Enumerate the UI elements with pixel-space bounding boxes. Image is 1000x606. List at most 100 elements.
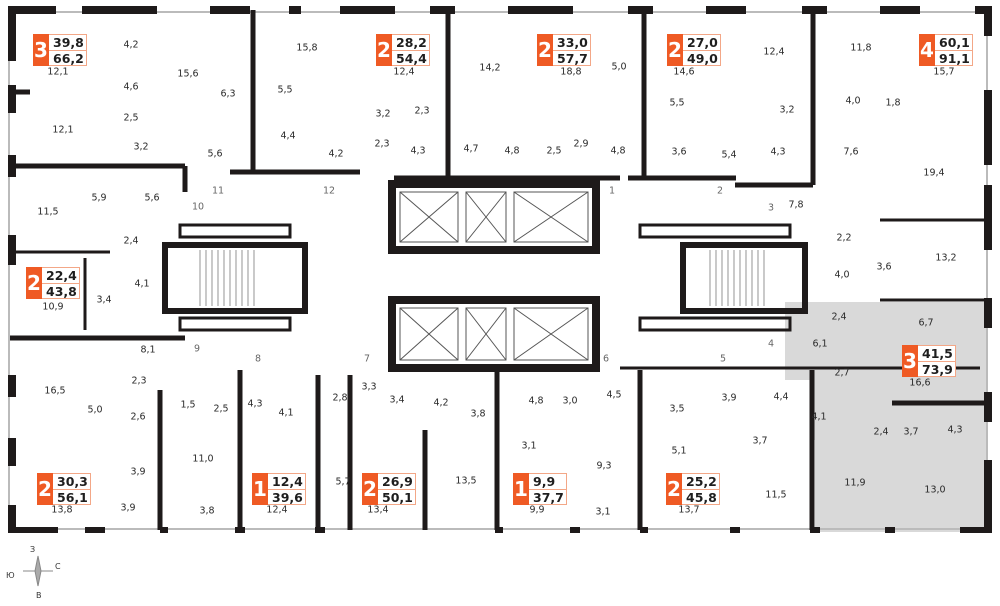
room-area-label: 2,3: [131, 375, 147, 387]
room-count: 2: [666, 473, 682, 505]
entrance-number-label: 5: [719, 353, 727, 365]
room-area-label: 13,0: [924, 484, 946, 496]
room-area-label: 2,8: [332, 392, 348, 404]
room-area-label: 2,6: [130, 411, 146, 423]
room-count: 2: [26, 267, 42, 299]
entrance-number-label: 12: [322, 185, 336, 197]
room-area-label: 2,3: [414, 105, 430, 117]
living-area: 41,5: [918, 346, 955, 362]
entrance-number-label: 1: [608, 185, 616, 197]
room-area-label: 5,9: [91, 192, 107, 204]
room-count: 1: [252, 473, 268, 505]
room-area-label: 4,3: [247, 398, 263, 410]
room-area-label: 4,4: [773, 391, 789, 403]
room-area-label: 15,8: [296, 42, 318, 54]
entrance-number-label: 7: [363, 353, 371, 365]
room-area-label: 3,2: [779, 104, 795, 116]
living-area: 12,4: [268, 474, 305, 490]
room-area-label: 14,2: [479, 62, 501, 74]
room-area-label: 6,3: [220, 88, 236, 100]
room-area-label: 3,7: [903, 426, 919, 438]
total-area: 39,6: [272, 490, 303, 505]
compass-west-label: З: [30, 545, 36, 554]
entrance-number-label: 3: [767, 202, 775, 214]
room-area-label: 2,4: [123, 235, 139, 247]
room-area-label: 5,7: [335, 476, 351, 488]
room-area-label: 3,1: [521, 440, 537, 452]
room-area-label: 2,7: [834, 367, 850, 379]
total-area: 66,2: [53, 51, 84, 66]
compass-south-label: Ю: [6, 571, 15, 580]
entrance-number-label: 6: [602, 353, 610, 365]
room-area-label: 5,6: [144, 192, 160, 204]
room-area-label: 12,4: [393, 66, 415, 78]
room-area-label: 9,3: [596, 460, 612, 472]
entrance-number-label: 9: [193, 343, 201, 355]
total-area: 50,1: [382, 490, 413, 505]
room-area-label: 4,0: [834, 269, 850, 281]
total-area: 49,0: [687, 51, 718, 66]
room-area-label: 4,1: [134, 278, 150, 290]
compass-north-label: С: [55, 562, 61, 571]
room-count: 3: [902, 345, 918, 377]
room-area-label: 3,8: [470, 408, 486, 420]
total-area: 56,1: [57, 490, 88, 505]
room-area-label: 7,8: [788, 199, 804, 211]
room-area-label: 4,2: [328, 148, 344, 160]
room-area-label: 5,0: [87, 404, 103, 416]
room-area-label: 5,5: [277, 84, 293, 96]
entrance-number-label: 4: [767, 338, 775, 350]
room-area-label: 2,5: [546, 145, 562, 157]
room-area-label: 7,6: [843, 146, 859, 158]
room-area-label: 13,7: [678, 504, 700, 516]
room-area-label: 3,4: [96, 294, 112, 306]
room-area-label: 3,6: [671, 146, 687, 158]
room-area-label: 3,0: [562, 395, 578, 407]
room-area-label: 11,9: [844, 477, 866, 489]
living-area: 30,3: [53, 474, 90, 490]
room-area-label: 4,8: [610, 145, 626, 157]
room-area-label: 4,3: [770, 146, 786, 158]
room-area-label: 11,5: [765, 489, 787, 501]
room-count: 2: [537, 34, 553, 66]
room-area-label: 3,2: [375, 108, 391, 120]
room-area-label: 13,8: [51, 504, 73, 516]
room-area-label: 4,3: [410, 145, 426, 157]
room-area-label: 13,2: [935, 252, 957, 264]
room-area-label: 16,5: [44, 385, 66, 397]
room-area-label: 13,5: [455, 475, 477, 487]
room-area-label: 1,8: [885, 97, 901, 109]
living-area: 26,9: [378, 474, 415, 490]
living-area: 33,0: [553, 35, 590, 51]
room-area-label: 12,4: [266, 504, 288, 516]
room-count: 4: [919, 34, 935, 66]
room-area-label: 2,5: [213, 403, 229, 415]
room-area-label: 13,4: [367, 504, 389, 516]
room-area-label: 3,7: [752, 435, 768, 447]
total-area: 57,7: [557, 51, 588, 66]
living-area: 9,9: [529, 474, 566, 490]
